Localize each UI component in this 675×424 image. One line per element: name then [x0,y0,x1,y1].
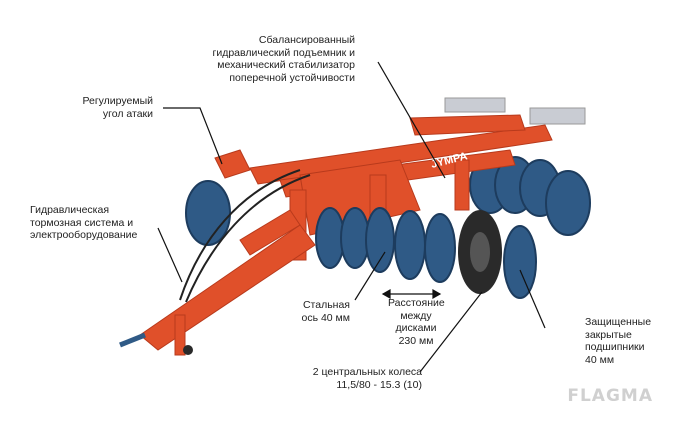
disc [365,207,395,273]
disc [315,207,345,269]
leader-lines [157,61,546,373]
disc [340,207,370,269]
spacing-arrow [381,288,442,300]
rear-rack [444,97,586,125]
label-center-wheels: 2 центральных колеса 11,5/80 - 15.3 (10) [312,366,422,391]
hydraulic-hoses [179,169,311,303]
rear-disc-gang [185,156,591,246]
label-steel-axle: Стальная ось 40 мм [301,299,350,324]
disc [503,225,537,299]
drawbar [119,209,316,356]
label-brake-system: Гидравлическая тормозная система и элект… [30,204,138,241]
label-bearings: Защищенные закрытые подшипники 40 мм [585,316,652,366]
label-attack-angle: Регулируемый угол атаки [82,95,153,120]
leader-bearings [519,269,546,329]
disc [545,170,591,236]
label-hydraulic-lift: Сбалансированный гидравлический подъемни… [212,34,355,84]
leader-hydraulic-lift [377,61,446,179]
front-disc-gang [315,207,537,299]
center-wheel [458,210,502,294]
leader-brake-system [157,227,183,283]
label-disc-spacing: Расстояние между дисками 230 мм [388,297,445,347]
disc [394,210,426,280]
watermark: FLAGMA [567,386,653,406]
leader-center-wheels [419,291,483,373]
disc [185,180,231,246]
leader-attack-angle [163,107,223,165]
leader-steel-axle [354,251,386,301]
disc [424,213,456,283]
